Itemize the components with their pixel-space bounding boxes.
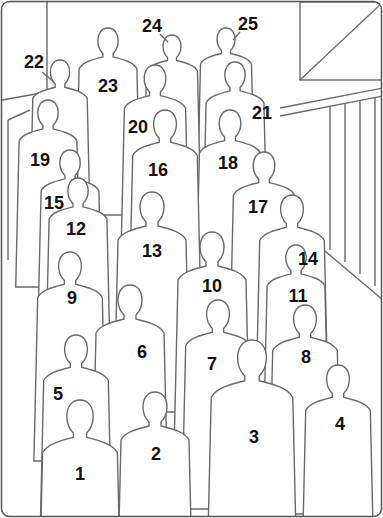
callout-number: 6 bbox=[137, 343, 147, 361]
callout-number: 21 bbox=[252, 104, 272, 122]
callout-number: 15 bbox=[44, 194, 64, 212]
callout-number: 9 bbox=[67, 289, 77, 307]
callout-number: 13 bbox=[142, 242, 162, 260]
callout-number: 1 bbox=[75, 465, 85, 483]
callout-number: 16 bbox=[148, 161, 168, 179]
callout-number: 2 bbox=[151, 445, 161, 463]
callout-number: 7 bbox=[207, 355, 217, 373]
callout-number: 8 bbox=[301, 348, 311, 366]
callout-number: 23 bbox=[98, 77, 118, 95]
callout-number: 20 bbox=[128, 118, 148, 136]
callout-number: 17 bbox=[248, 198, 268, 216]
callout-number: 24 bbox=[142, 17, 162, 35]
callout-number: 12 bbox=[66, 220, 86, 238]
callout-number: 19 bbox=[30, 151, 50, 169]
callout-number: 25 bbox=[238, 15, 258, 33]
callout-number: 5 bbox=[53, 385, 63, 403]
callout-number: 11 bbox=[288, 287, 307, 305]
callout-number: 18 bbox=[218, 154, 238, 172]
callout-number: 10 bbox=[202, 277, 222, 295]
callout-number: 3 bbox=[249, 428, 259, 446]
callout-number: 14 bbox=[298, 250, 318, 268]
callout-number: 22 bbox=[24, 53, 44, 71]
callout-number: 4 bbox=[335, 415, 345, 433]
